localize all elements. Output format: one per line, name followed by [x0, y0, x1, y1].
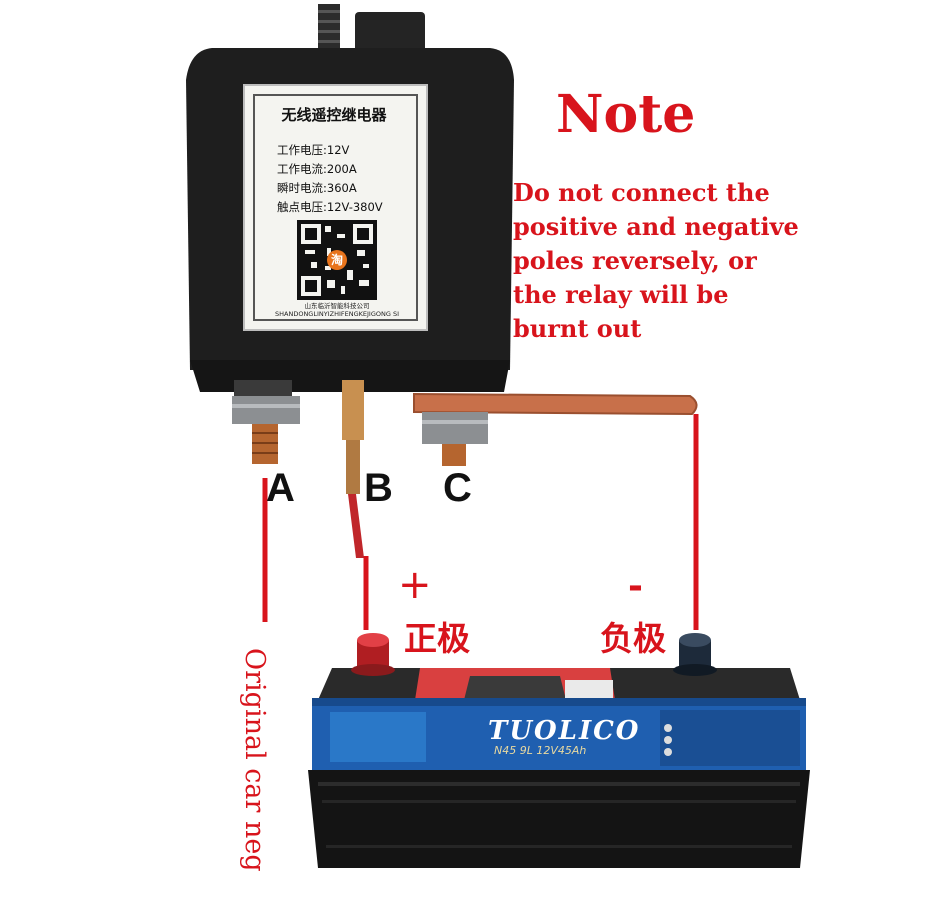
relay-label-title: 无线遥控继电器	[281, 106, 387, 124]
negative-label: 负极	[600, 619, 666, 658]
relay-spec-current: 工作电流:200A	[277, 162, 357, 176]
note-line-2: positive and negative	[513, 212, 799, 241]
qr-badge: 淘	[330, 253, 343, 267]
negative-sign: -	[628, 566, 643, 607]
battery-brand: TUOLICO	[488, 716, 641, 746]
note-line-3: poles reversely, or	[513, 246, 757, 275]
relay-spec-contact-voltage: 触点电压:12V-380V	[277, 200, 383, 214]
terminal-c-bolt	[442, 444, 466, 466]
note-line-4: the relay will be	[513, 280, 729, 309]
terminal-a-nut	[232, 396, 300, 424]
terminal-c-nut	[422, 412, 488, 444]
note-line-5: burnt out	[513, 314, 642, 343]
note-line-1: Do not connect the	[513, 178, 770, 207]
connector-tab	[355, 12, 425, 54]
battery-case	[308, 770, 810, 868]
original-car-neg-text: Original car neg	[239, 648, 270, 872]
terminal-label-a: A	[266, 466, 295, 510]
positive-label: 正极	[404, 619, 470, 658]
terminal-b-spade	[342, 380, 364, 440]
relay-company-cn: 山东临沂智能科技公司	[304, 302, 370, 310]
terminal-label-c: C	[443, 466, 472, 510]
wiring-guide-lines	[262, 414, 699, 630]
relay-spec-peak-current: 瞬时电流:360A	[277, 181, 357, 195]
car-battery	[308, 633, 810, 868]
relay-company-en: SHANDONGLINYIZHIFENGKEJIGONG SI	[275, 310, 399, 318]
terminal-label-b: B	[364, 466, 393, 510]
positive-sign: +	[398, 562, 432, 608]
relay-spec-voltage: 工作电压:12V	[277, 143, 350, 157]
copper-strap	[413, 392, 698, 416]
note-title: Note	[556, 84, 696, 145]
qr-code: 淘	[297, 220, 377, 300]
battery-model: N45 9L 12V45Ah	[494, 744, 587, 757]
original-car-neg-label: Original car neg	[238, 648, 278, 878]
relay-label: 无线遥控继电器 工作电压:12V 工作电流:200A 瞬时电流:360A 触点电…	[243, 84, 428, 331]
terminal-b-wire	[348, 494, 364, 558]
